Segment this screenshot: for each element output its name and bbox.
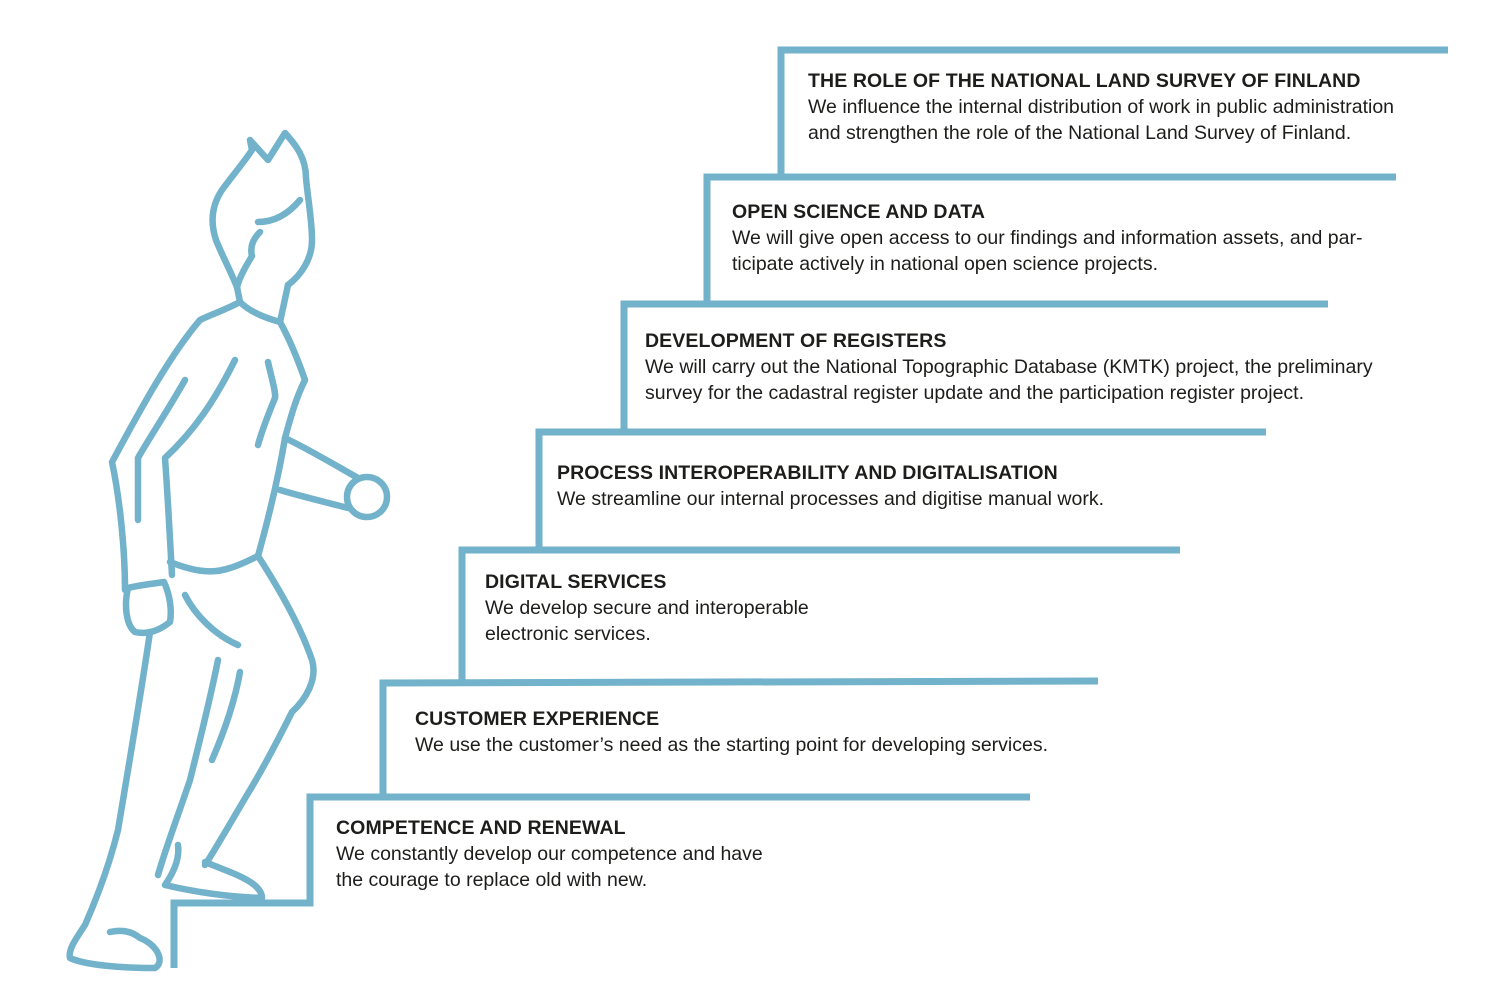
step-description-line: We will give open access to our findings… [732,227,1363,249]
step-title: DEVELOPMENT OF REGISTERS [645,330,947,352]
step-process-interoperability: PROCESS INTEROPERABILITY AND DIGITALISAT… [557,460,1104,512]
step-title: CUSTOMER EXPERIENCE [415,708,660,730]
step-description-line: electronic services. [485,623,651,645]
stair-step-5 [703,173,1396,304]
step-title: THE ROLE OF THE NATIONAL LAND SURVEY OF … [808,70,1361,92]
walking-person-icon [66,129,391,972]
step-role-nls-finland: THE ROLE OF THE NATIONAL LAND SURVEY OF … [808,68,1394,146]
step-digital-services: DIGITAL SERVICES We develop secure and i… [485,569,809,647]
staircase-icon [170,46,1448,968]
step-title: OPEN SCIENCE AND DATA [732,201,986,223]
step-description-line: ticipate actively in national open scien… [732,253,1158,275]
step-description-line: and strengthen the role of the National … [808,122,1352,144]
step-description-line: the courage to replace old with new. [336,869,648,891]
stair-step-6 [777,46,1448,177]
step-description-line: survey for the cadastral register update… [645,382,1305,404]
stair-step-0 [170,793,1030,968]
stair-step-2 [458,546,1180,681]
step-description-line: We use the customer’s need as the starti… [415,734,1049,756]
step-description-line: We will carry out the National Topograph… [645,356,1373,378]
step-description: We will give open access to our findings… [732,225,1362,277]
step-description: We will carry out the National Topograph… [645,354,1373,406]
step-description: We constantly develop our competence and… [336,841,763,893]
step-customer-experience: CUSTOMER EXPERIENCE We use the customer’… [415,706,1048,758]
step-title: COMPETENCE AND RENEWAL [336,817,626,839]
step-open-science-data: OPEN SCIENCE AND DATA We will give open … [732,199,1362,277]
step-title: DIGITAL SERVICES [485,571,667,593]
step-description: We streamline our internal processes and… [557,486,1104,512]
step-description-line: We influence the internal distribution o… [808,96,1395,118]
step-description-line: We streamline our internal processes and… [557,488,1104,510]
step-competence-renewal: COMPETENCE AND RENEWAL We constantly dev… [336,815,763,893]
step-development-registers: DEVELOPMENT OF REGISTERS We will carry o… [645,328,1373,406]
step-description: We use the customer’s need as the starti… [415,732,1048,758]
step-description: We influence the internal distribution o… [808,94,1394,146]
step-description-line: We develop secure and interoperable [485,597,809,619]
step-description-line: We constantly develop our competence and… [336,843,763,865]
stair-step-3 [535,428,1266,550]
step-title: PROCESS INTEROPERABILITY AND DIGITALISAT… [557,462,1058,484]
step-description: We develop secure and interoperable elec… [485,595,809,647]
stair-step-4 [620,300,1328,432]
stair-step-1 [379,677,1099,797]
